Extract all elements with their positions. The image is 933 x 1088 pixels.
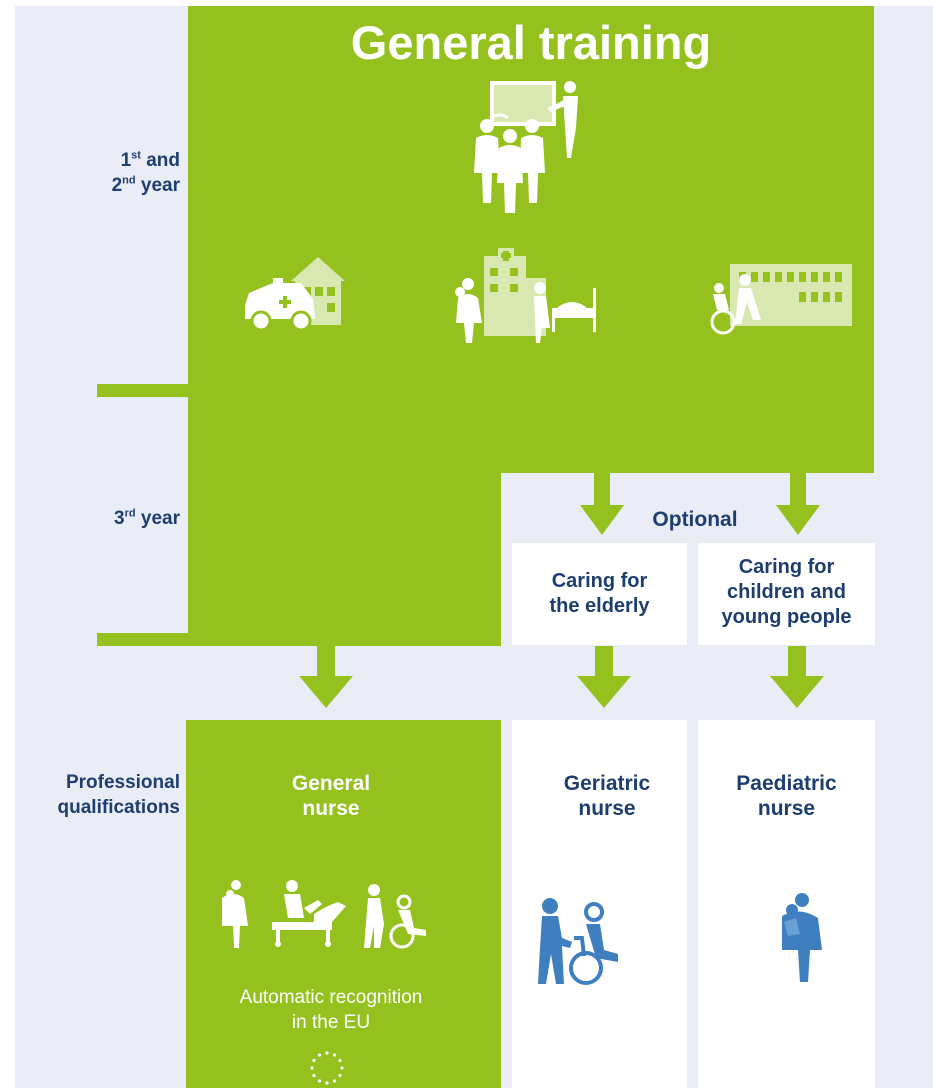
arrow-to-general-nurse [299,646,353,708]
general-nurse-icons [222,880,426,949]
paediatric-nurse-box [698,720,875,1088]
arrow-to-geriatric-nurse [577,646,631,708]
arrow-to-paediatric-nurse [770,646,824,708]
care-home-icon [710,264,852,335]
professional-qualifications-label: Professional qualifications [57,772,180,818]
optional-label: Optional [652,508,738,531]
general-training-block-lower [188,473,501,646]
arrow-to-elderly [580,473,624,535]
general-training-block [188,6,874,473]
year-divider-bottom [97,633,188,646]
automatic-recognition-text: Automatic recognition in the EU [239,987,423,1033]
classroom-teaching-icon [474,81,578,213]
geriatric-nurse-title: Geriatric nurse [563,772,651,820]
mother-child-icon [782,893,822,982]
paediatric-nurse-title: Paediatric nurse [736,772,837,820]
year-label-1-2: 1st and 2nd year [111,149,180,196]
ambulance-home-care-icon [245,257,345,332]
wheelchair-care-icon [538,898,618,985]
caring-children-box [698,543,875,645]
arrow-to-children [776,473,820,535]
year-label-3: 3rd year [114,507,180,529]
top-border [0,0,933,6]
caring-elderly-box [512,543,687,645]
hospital-care-icon [455,248,596,343]
year-divider-top [97,384,188,397]
eu-stars-icon [310,1051,344,1085]
caring-children-text: Caring for children and young people [721,556,852,628]
general-nurse-title: General nurse [291,772,371,820]
diagram-title: General training [350,16,712,69]
caring-elderly-text: Caring for the elderly [549,570,650,617]
